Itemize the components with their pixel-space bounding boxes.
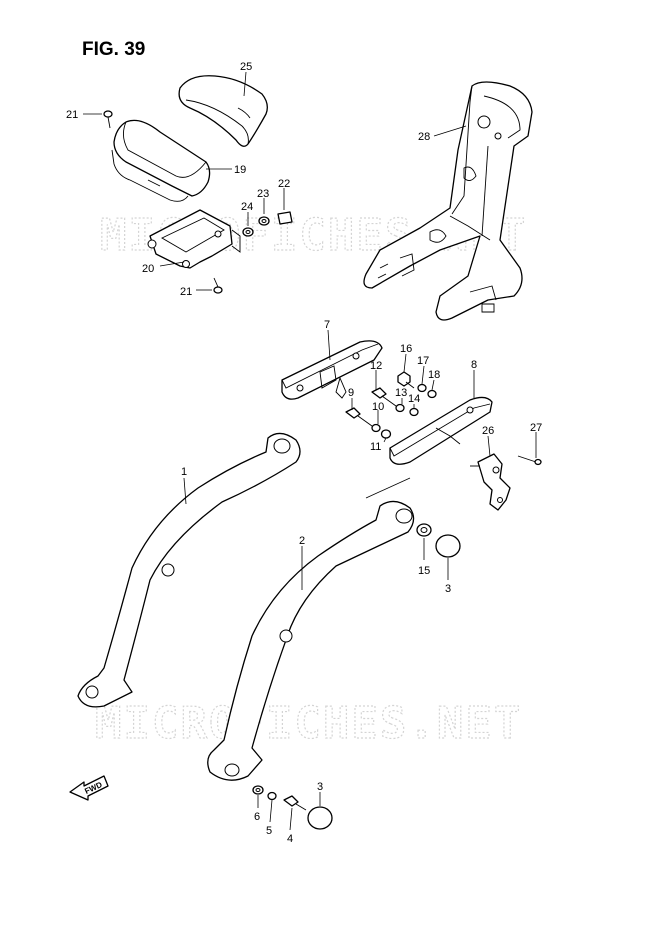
callout-6: 6	[254, 811, 260, 823]
callout-12: 12	[370, 360, 382, 372]
part-11-washer	[380, 429, 392, 439]
callout-21-lower: 21	[180, 286, 192, 298]
callout-27: 27	[530, 422, 542, 434]
part-24-washer	[242, 227, 254, 237]
figure-title: FIG. 39	[82, 39, 145, 60]
part-9-bolt	[345, 407, 373, 427]
part-20-bracket	[147, 209, 241, 269]
callout-18: 18	[428, 369, 440, 381]
callout-5: 5	[266, 825, 272, 837]
part-28-backrest-frame	[363, 81, 533, 321]
part-17-washer	[417, 383, 427, 393]
part-16-bolt	[397, 371, 415, 389]
callout-21-upper: 21	[66, 109, 78, 121]
part-8-strap-plate	[389, 396, 493, 465]
callout-1: 1	[181, 466, 187, 478]
part-2-sissy-bar-right	[207, 477, 415, 781]
callout-15: 15	[418, 565, 430, 577]
callout-23: 23	[257, 188, 269, 200]
part-19-backrest-pad	[111, 119, 211, 202]
part-12-bolt	[371, 387, 397, 407]
watermark-bottom: MICROFICHES.NET	[95, 698, 522, 749]
part-14-washer	[409, 407, 419, 417]
callout-2: 2	[299, 535, 305, 547]
callout-11: 11	[370, 441, 381, 453]
callout-26: 26	[482, 425, 494, 437]
part-5-washer	[267, 791, 277, 801]
callout-25: 25	[240, 61, 252, 73]
part-18-washer	[427, 389, 437, 399]
part-21-screw-lower	[213, 277, 223, 294]
callout-19: 19	[234, 164, 246, 176]
part-10-washer	[371, 423, 381, 433]
callout-22: 22	[278, 178, 290, 190]
part-6-washer	[252, 785, 264, 795]
part-3-cap-upper	[435, 534, 461, 558]
part-13-washer	[395, 403, 405, 413]
part-21-screw-upper	[103, 110, 113, 129]
part-23-washer	[258, 216, 270, 226]
part-27-screw	[517, 455, 542, 466]
callout-24: 24	[241, 201, 253, 213]
callout-8: 8	[471, 359, 477, 371]
part-15-bushing	[416, 523, 432, 537]
part-4-bolt	[283, 795, 307, 811]
callout-labels: 25 21 19 23 22 24 20 21 28 7 16 17 18 8 …	[66, 61, 542, 845]
part-26-latch	[470, 453, 511, 511]
callout-3-upper: 3	[445, 583, 451, 595]
part-3-cap-lower	[307, 806, 333, 830]
callout-14: 14	[408, 393, 420, 405]
callout-10: 10	[372, 401, 384, 413]
callout-13: 13	[395, 387, 407, 399]
part-25-pad-cover	[178, 75, 268, 147]
part-1-sissy-bar-left	[77, 432, 301, 708]
callout-9: 9	[348, 387, 354, 399]
callout-7: 7	[324, 319, 330, 331]
fwd-arrow-icon: FWD	[69, 775, 109, 801]
callout-4: 4	[287, 833, 293, 845]
part-7-crossbar	[281, 340, 383, 400]
leader-lines	[83, 71, 537, 831]
callout-16: 16	[400, 343, 412, 355]
callout-17: 17	[417, 355, 429, 367]
callout-3-lower: 3	[317, 781, 323, 793]
part-22-nut	[277, 211, 293, 225]
callout-28: 28	[418, 131, 430, 143]
callout-20: 20	[142, 263, 154, 275]
